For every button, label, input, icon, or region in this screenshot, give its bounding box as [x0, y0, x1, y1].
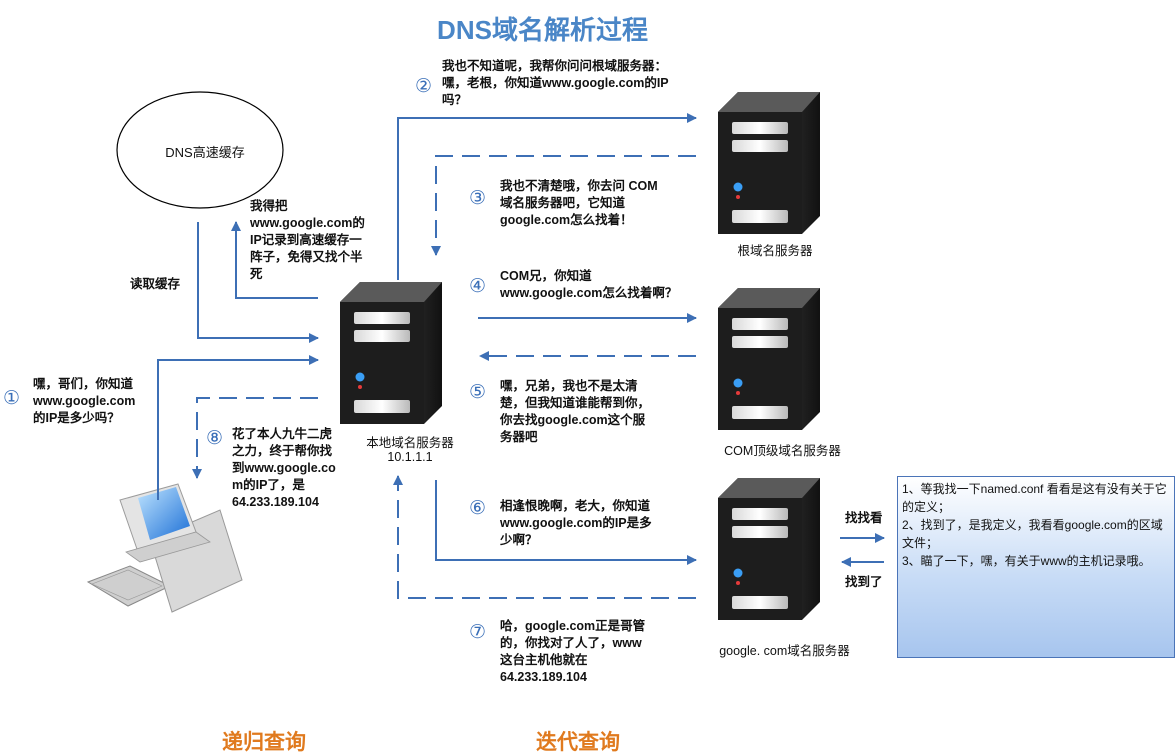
step-4-note: COM兄，你知道 www.google.com怎么找着啊？: [500, 269, 678, 300]
google-server-icon: [718, 478, 820, 620]
diagram-title: DNS域名解析过程: [437, 15, 648, 45]
local-server-label: 本地域名服务器: [366, 436, 454, 450]
root-server-label: 根域名服务器: [737, 244, 813, 258]
thought-line-2: 2、找到了，是我定义，我看看google.com的区域文件；: [902, 518, 1163, 550]
cache-label: DNS高速缓存: [165, 145, 245, 160]
step-1-marker: ①: [3, 387, 21, 409]
step-8-marker: ⑧: [206, 427, 224, 449]
thought-line-3: 3、瞄了一下，嘿，有关于www的主机记录哦。: [902, 554, 1151, 568]
found-label: 找到了: [845, 575, 883, 589]
step-3-note: 我也不清楚哦，你去问 COM 域名服务器吧，它知道 google.com怎么找着…: [500, 179, 658, 227]
client-query-note: 嘿，哥们，你知道 www.google.com 的IP是多少吗？: [33, 377, 136, 425]
local-server-icon: [340, 282, 442, 424]
step-6-marker: ⑥: [469, 497, 487, 519]
step-3-marker: ③: [469, 187, 487, 209]
step-7-marker: ⑦: [469, 621, 487, 643]
step-7-note: 哈，google.com正是哥管 的，你找对了人了，www 这台主机他就在 64…: [500, 619, 646, 684]
google-server-thoughts: 1、等我找一下named.conf 看看是这有没有关于它的定义； 2、找到了，是…: [897, 476, 1175, 658]
look-label: 找找看: [845, 511, 883, 525]
step-5-note: 嘿，兄弟，我也不是太清 楚，但我知道谁能帮到你， 你去找google.com这个…: [500, 379, 651, 444]
step-4-marker: ④: [469, 275, 487, 297]
step-2-marker: ②: [415, 75, 433, 97]
step-5-marker: ⑤: [469, 381, 487, 403]
cache-ellipse: [116, 91, 284, 209]
step-6-note: 相逢恨晚啊，老大，你知道 www.google.com的IP是多 少啊？: [500, 499, 652, 547]
thought-line-1: 1、等我找一下named.conf 看看是这有没有关于它的定义；: [902, 482, 1167, 514]
recursive-query-label: 递归查询: [222, 731, 306, 753]
com-server-label: COM顶级域名服务器: [724, 444, 841, 458]
com-server-icon: [718, 288, 820, 430]
google-server-label: google. com域名服务器: [719, 644, 850, 658]
client-computer-icon: [86, 483, 243, 613]
save-cache-note: 我得把 www.google.com的 IP记录到高速缓存一 阵子，免得又找个半…: [250, 199, 365, 281]
root-server-icon: [718, 92, 820, 234]
step-8-note: 花了本人九牛二虎 之力，终于帮你找 到www.google.co m的IP了，是…: [232, 427, 336, 509]
read-cache-label: 读取缓存: [130, 277, 181, 291]
local-server-ip: 10.1.1.1: [387, 450, 433, 464]
iterative-query-label: 迭代查询: [536, 731, 620, 753]
step-2-note: 我也不知道呢，我帮你问问根域服务器： 嘿，老根，你知道www.google.co…: [442, 59, 669, 107]
